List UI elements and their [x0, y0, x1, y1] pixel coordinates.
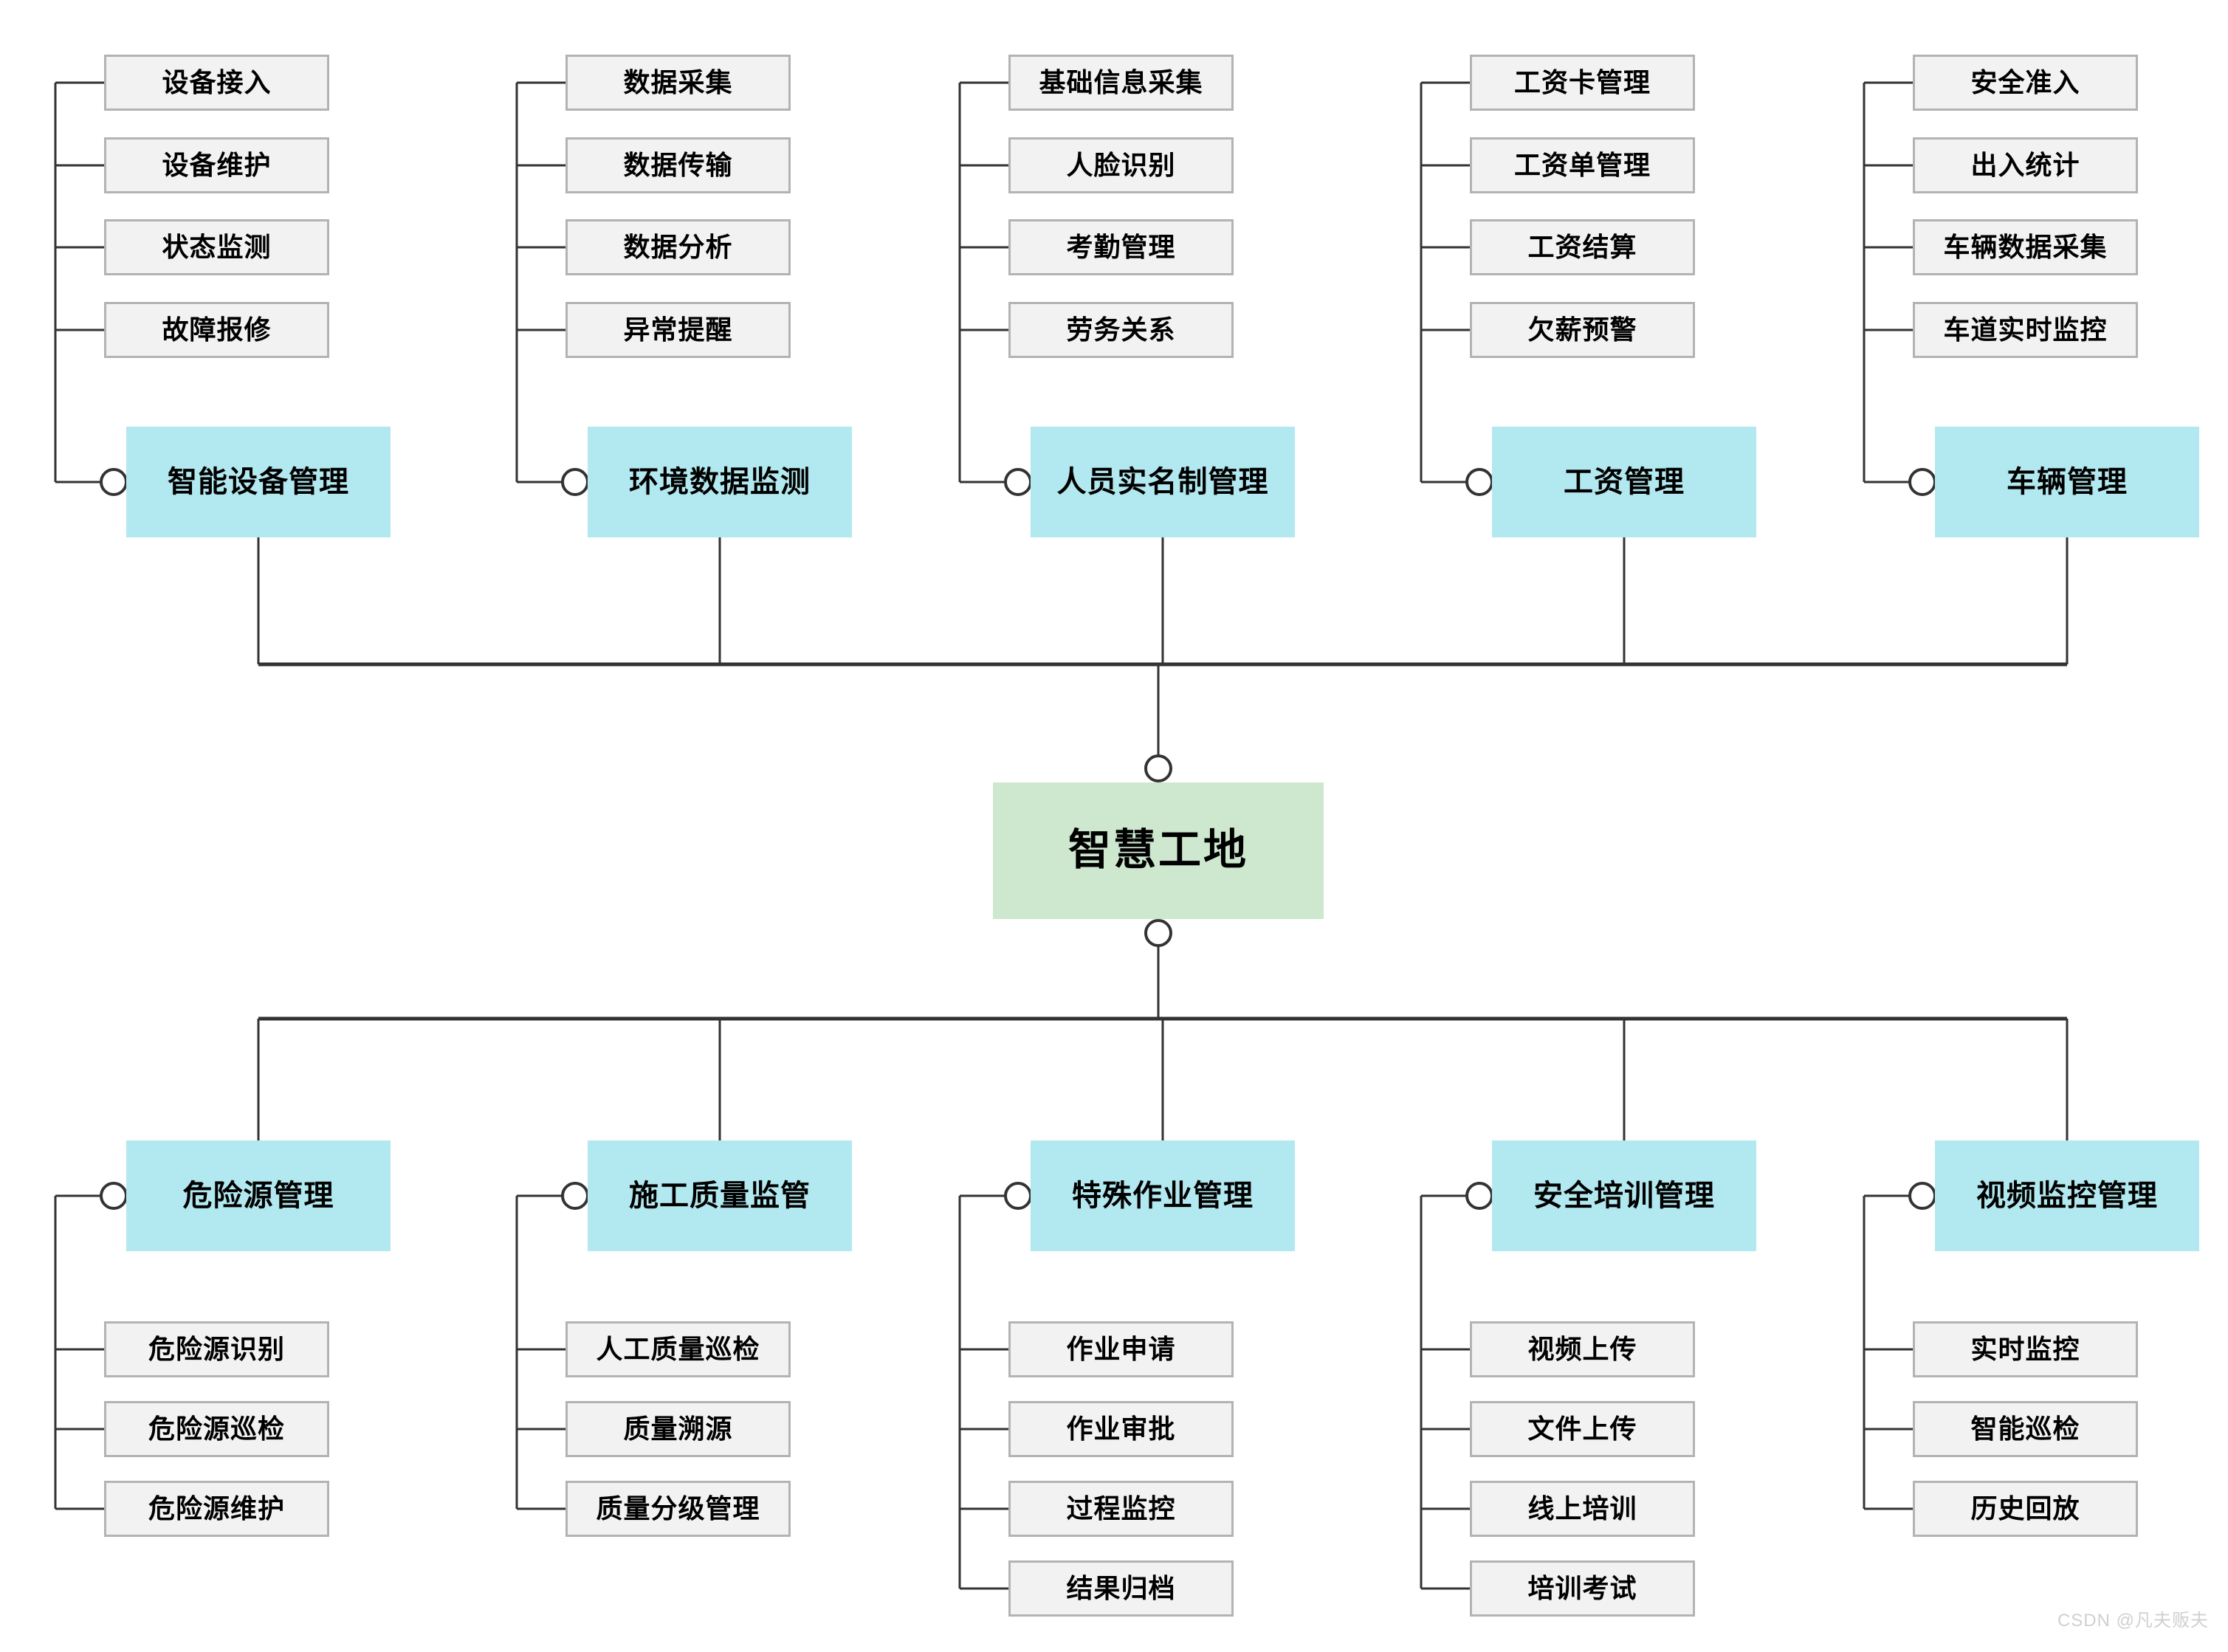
- leaf-node-bn2-n1[interactable]: 作业审批: [1008, 1401, 1234, 1457]
- leaf-node-n1-n3-label: 异常提醒: [623, 314, 733, 345]
- leaf-node-n2-n0[interactable]: 基础信息采集: [1008, 55, 1234, 111]
- leaf-node-bn4-n2[interactable]: 历史回放: [1913, 1481, 2138, 1537]
- leaf-node-n1-n1[interactable]: 数据传输: [565, 137, 791, 193]
- leaf-node-n4-n3-label: 车道实时监控: [1943, 314, 2108, 345]
- branch-node-bn0-label: 危险源管理: [182, 1180, 334, 1212]
- leaf-node-bn1-n2-label: 质量分级管理: [596, 1493, 760, 1524]
- branch-node-bn3[interactable]: 安全培训管理: [1492, 1140, 1756, 1251]
- branch-node-bn1-label: 施工质量监管: [629, 1180, 811, 1212]
- leaf-node-bn3-n1-label: 文件上传: [1527, 1413, 1637, 1444]
- leaf-node-bn1-n2[interactable]: 质量分级管理: [565, 1481, 791, 1537]
- leaf-node-bn3-n0[interactable]: 视频上传: [1470, 1321, 1695, 1377]
- leaf-node-n4-n2[interactable]: 车辆数据采集: [1913, 219, 2138, 275]
- branch-node-n3[interactable]: 工资管理: [1492, 427, 1756, 537]
- branch-node-bn0[interactable]: 危险源管理: [126, 1140, 391, 1251]
- leaf-node-n0-n1[interactable]: 设备维护: [104, 137, 329, 193]
- leaf-node-n1-n0-label: 数据采集: [623, 66, 733, 97]
- leaf-node-bn4-n0-label: 实时监控: [1970, 1333, 2080, 1364]
- leaf-node-n2-n1[interactable]: 人脸识别: [1008, 137, 1234, 193]
- leaf-node-n1-n2[interactable]: 数据分析: [565, 219, 791, 275]
- leaf-node-n3-n2[interactable]: 工资结算: [1470, 219, 1695, 275]
- leaf-node-n4-n1[interactable]: 出入统计: [1913, 137, 2138, 193]
- leaf-node-bn3-n2-label: 线上培训: [1527, 1493, 1637, 1524]
- leaf-node-bn1-n1[interactable]: 质量溯源: [565, 1401, 791, 1457]
- branch-node-n1-label: 环境数据监测: [629, 466, 811, 498]
- leaf-node-bn2-n0-label: 作业申请: [1066, 1333, 1176, 1364]
- branch-node-n4[interactable]: 车辆管理: [1935, 427, 2199, 537]
- leaf-node-bn2-n1-label: 作业审批: [1066, 1413, 1176, 1444]
- leaf-node-n4-n1-label: 出入统计: [1970, 149, 2080, 180]
- leaf-node-n1-n2-label: 数据分析: [623, 231, 733, 262]
- leaf-node-bn1-n0[interactable]: 人工质量巡检: [565, 1321, 791, 1377]
- leaf-node-n2-n2-label: 考勤管理: [1066, 231, 1176, 262]
- leaf-node-n3-n3[interactable]: 欠薪预警: [1470, 302, 1695, 358]
- leaf-node-bn3-n3-label: 培训考试: [1527, 1572, 1637, 1603]
- leaf-node-bn4-n0[interactable]: 实时监控: [1913, 1321, 2138, 1377]
- leaf-node-bn0-n1[interactable]: 危险源巡检: [104, 1401, 329, 1457]
- leaf-node-n4-n0-label: 安全准入: [1970, 66, 2080, 97]
- watermark-label: CSDN @凡夫贩夫: [2057, 1611, 2209, 1631]
- leaf-node-n2-n1-label: 人脸识别: [1066, 149, 1176, 180]
- leaf-node-n3-n0[interactable]: 工资卡管理: [1470, 55, 1695, 111]
- branch-node-n2[interactable]: 人员实名制管理: [1031, 427, 1295, 537]
- branch-node-bn1[interactable]: 施工质量监管: [588, 1140, 852, 1251]
- leaf-node-bn1-n1-label: 质量溯源: [623, 1413, 733, 1444]
- leaf-node-bn0-n0-label: 危险源识别: [148, 1333, 285, 1364]
- leaf-node-n3-n3-label: 欠薪预警: [1527, 314, 1637, 345]
- branch-node-bn4[interactable]: 视频监控管理: [1935, 1140, 2199, 1251]
- leaf-node-bn2-n3[interactable]: 结果归档: [1008, 1560, 1234, 1617]
- leaf-node-n0-n0[interactable]: 设备接入: [104, 55, 329, 111]
- leaf-node-bn4-n1-label: 智能巡检: [1970, 1413, 2080, 1444]
- branch-node-n0[interactable]: 智能设备管理: [126, 427, 391, 537]
- leaf-node-bn3-n2[interactable]: 线上培训: [1470, 1481, 1695, 1537]
- leaf-node-n0-n3[interactable]: 故障报修: [104, 302, 329, 358]
- branch-node-n1[interactable]: 环境数据监测: [588, 427, 852, 537]
- leaf-node-bn4-n1[interactable]: 智能巡检: [1913, 1401, 2138, 1457]
- branch-node-bn4-label: 视频监控管理: [1976, 1180, 2158, 1212]
- leaf-node-bn1-n0-label: 人工质量巡检: [596, 1333, 760, 1364]
- branch-node-bn2-label: 特殊作业管理: [1072, 1180, 1254, 1212]
- leaf-node-bn0-n0[interactable]: 危险源识别: [104, 1321, 329, 1377]
- leaf-node-n2-n3-label: 劳务关系: [1066, 314, 1176, 345]
- root-node-smart-construction-site-label: 智慧工地: [1067, 826, 1248, 875]
- leaf-node-n2-n2[interactable]: 考勤管理: [1008, 219, 1234, 275]
- leaf-node-n0-n3-label: 故障报修: [162, 314, 272, 345]
- branch-node-bn2[interactable]: 特殊作业管理: [1031, 1140, 1295, 1251]
- leaf-node-n3-n1-label: 工资单管理: [1513, 149, 1651, 180]
- leaf-node-bn3-n0-label: 视频上传: [1527, 1333, 1637, 1364]
- leaf-node-n2-n0-label: 基础信息采集: [1039, 66, 1203, 97]
- leaf-node-n0-n2-label: 状态监测: [162, 231, 272, 262]
- leaf-node-n4-n3[interactable]: 车道实时监控: [1913, 302, 2138, 358]
- leaf-node-bn0-n1-label: 危险源巡检: [148, 1413, 285, 1444]
- branch-node-n4-label: 车辆管理: [2007, 466, 2128, 498]
- branch-node-n3-label: 工资管理: [1564, 466, 1685, 498]
- leaf-node-n4-n0[interactable]: 安全准入: [1913, 55, 2138, 111]
- leaf-node-n0-n0-label: 设备接入: [162, 66, 272, 97]
- leaf-node-n0-n1-label: 设备维护: [162, 149, 272, 180]
- leaf-node-n0-n2[interactable]: 状态监测: [104, 219, 329, 275]
- leaf-node-n3-n2-label: 工资结算: [1527, 231, 1637, 262]
- leaf-node-n4-n2-label: 车辆数据采集: [1943, 231, 2108, 262]
- leaf-node-bn2-n3-label: 结果归档: [1066, 1572, 1176, 1603]
- leaf-node-n1-n0[interactable]: 数据采集: [565, 55, 791, 111]
- leaf-node-n1-n1-label: 数据传输: [623, 149, 733, 180]
- leaf-node-bn4-n2-label: 历史回放: [1970, 1493, 2080, 1524]
- leaf-node-bn2-n2[interactable]: 过程监控: [1008, 1481, 1234, 1537]
- branch-node-n2-label: 人员实名制管理: [1056, 466, 1269, 498]
- leaf-node-bn2-n0[interactable]: 作业申请: [1008, 1321, 1234, 1377]
- leaf-node-bn2-n2-label: 过程监控: [1066, 1493, 1176, 1524]
- leaf-node-n1-n3[interactable]: 异常提醒: [565, 302, 791, 358]
- branch-node-bn3-label: 安全培训管理: [1533, 1180, 1715, 1212]
- root-node-smart-construction-site[interactable]: 智慧工地: [993, 782, 1324, 919]
- leaf-node-n2-n3[interactable]: 劳务关系: [1008, 302, 1234, 358]
- leaf-node-bn0-n2[interactable]: 危险源维护: [104, 1481, 329, 1537]
- leaf-node-n3-n1[interactable]: 工资单管理: [1470, 137, 1695, 193]
- branch-node-n0-label: 智能设备管理: [168, 466, 349, 498]
- leaf-node-n3-n0-label: 工资卡管理: [1513, 66, 1651, 97]
- leaf-node-bn3-n1[interactable]: 文件上传: [1470, 1401, 1695, 1457]
- leaf-node-bn0-n2-label: 危险源维护: [148, 1493, 285, 1524]
- leaf-node-bn3-n3[interactable]: 培训考试: [1470, 1560, 1695, 1617]
